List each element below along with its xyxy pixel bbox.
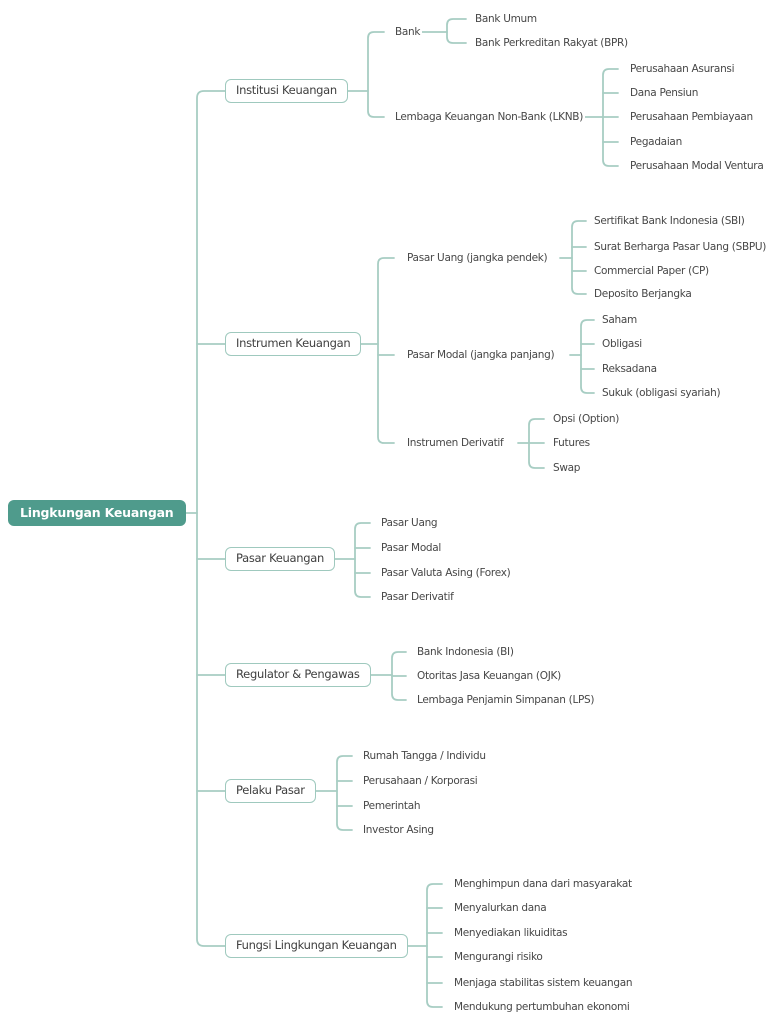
branch-regulator-pengawas: Regulator & Pengawas	[225, 663, 371, 687]
leaf-perusahaan-pembiayaan: Perusahaan Pembiayaan	[628, 109, 755, 125]
leaf-perusahaan-korporasi: Perusahaan / Korporasi	[361, 773, 480, 789]
leaf-saham: Saham	[600, 312, 639, 328]
node-bank: Bank	[393, 24, 423, 40]
node-lembaga-keuangan-non-bank: Lembaga Keuangan Non-Bank (LKNB)	[393, 109, 585, 125]
leaf-swap: Swap	[551, 460, 583, 476]
leaf-menjaga-stabilitas: Menjaga stabilitas sistem keuangan	[452, 975, 635, 991]
leaf-pemerintah: Pemerintah	[361, 798, 423, 814]
leaf-perusahaan-modal-ventura: Perusahaan Modal Ventura	[628, 158, 766, 174]
leaf-dana-pensiun: Dana Pensiun	[628, 85, 701, 101]
leaf-pasar-uang: Pasar Uang	[379, 515, 440, 531]
leaf-mendukung-pertumbuhan: Mendukung pertumbuhan ekonomi	[452, 999, 632, 1015]
node-pasar-uang-jangka-pendek: Pasar Uang (jangka pendek)	[405, 250, 550, 266]
leaf-sertifikat-bank-indonesia: Sertifikat Bank Indonesia (SBI)	[592, 213, 747, 229]
leaf-menyediakan-likuiditas: Menyediakan likuiditas	[452, 925, 570, 941]
branch-institusi-keuangan: Institusi Keuangan	[225, 79, 348, 103]
leaf-otoritas-jasa-keuangan: Otoritas Jasa Keuangan (OJK)	[415, 668, 563, 684]
node-instrumen-derivatif: Instrumen Derivatif	[405, 435, 506, 451]
leaf-bank-indonesia: Bank Indonesia (BI)	[415, 644, 516, 660]
leaf-sukuk: Sukuk (obligasi syariah)	[600, 385, 723, 401]
leaf-pasar-derivatif: Pasar Derivatif	[379, 589, 456, 605]
leaf-perusahaan-asuransi: Perusahaan Asuransi	[628, 61, 737, 77]
leaf-opsi: Opsi (Option)	[551, 411, 621, 427]
branch-fungsi-lingkungan-keuangan: Fungsi Lingkungan Keuangan	[225, 934, 408, 958]
root-node-lingkungan-keuangan: Lingkungan Keuangan	[8, 500, 186, 526]
leaf-reksadana: Reksadana	[600, 361, 659, 377]
leaf-menyalurkan-dana: Menyalurkan dana	[452, 900, 549, 916]
leaf-menghimpun-dana: Menghimpun dana dari masyarakat	[452, 876, 634, 892]
branch-instrumen-keuangan: Instrumen Keuangan	[225, 332, 362, 356]
leaf-investor-asing: Investor Asing	[361, 822, 436, 838]
leaf-obligasi: Obligasi	[600, 336, 644, 352]
node-pasar-modal-jangka-panjang: Pasar Modal (jangka panjang)	[405, 347, 557, 363]
leaf-surat-berharga-pasar-uang: Surat Berharga Pasar Uang (SBPU)	[592, 239, 768, 255]
leaf-pegadaian: Pegadaian	[628, 134, 684, 150]
leaf-mengurangi-risiko: Mengurangi risiko	[452, 949, 545, 965]
leaf-pasar-modal: Pasar Modal	[379, 540, 444, 556]
leaf-deposito-berjangka: Deposito Berjangka	[592, 286, 694, 302]
leaf-commercial-paper: Commercial Paper (CP)	[592, 263, 711, 279]
leaf-pasar-valuta-asing: Pasar Valuta Asing (Forex)	[379, 565, 513, 581]
leaf-lembaga-penjamin-simpanan: Lembaga Penjamin Simpanan (LPS)	[415, 692, 597, 708]
leaf-bank-umum: Bank Umum	[473, 11, 539, 27]
leaf-bank-perkreditan-rakyat: Bank Perkreditan Rakyat (BPR)	[473, 35, 630, 51]
leaf-futures: Futures	[551, 435, 592, 451]
branch-pelaku-pasar: Pelaku Pasar	[225, 779, 316, 803]
branch-pasar-keuangan: Pasar Keuangan	[225, 547, 335, 571]
leaf-rumah-tangga-individu: Rumah Tangga / Individu	[361, 748, 488, 764]
